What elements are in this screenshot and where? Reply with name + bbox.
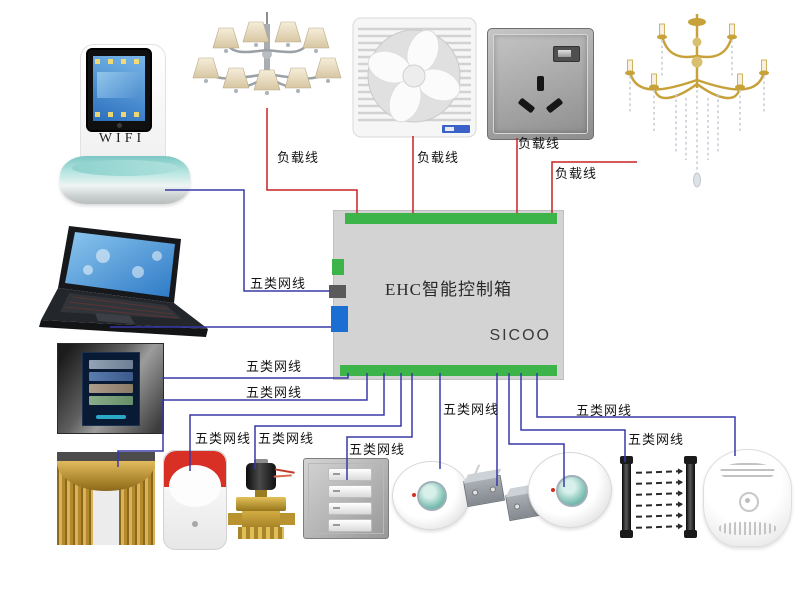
wifi-router-device: WIFI [60, 28, 190, 208]
curtain-rail [57, 452, 155, 461]
crystal-chandelier-art [625, 14, 769, 188]
touch-panel-menu-bar [89, 384, 133, 393]
sensor-lens [417, 481, 447, 511]
wire-label: 五类网线 [246, 385, 303, 400]
control-box-top-terminal [345, 213, 557, 224]
control-box: EHC智能控制箱 SICOO [329, 210, 564, 380]
valve-base [238, 527, 284, 539]
infrared-beam [635, 492, 683, 496]
chandelier-device [192, 12, 342, 145]
infrared-post [684, 456, 697, 538]
touch-panel-logo [96, 415, 126, 419]
tablet-device [86, 48, 152, 132]
wall-switch-button [328, 502, 372, 515]
wall-switch-device [303, 458, 389, 539]
sensor-lens [556, 475, 588, 507]
chandelier-art [192, 12, 342, 95]
valve-body [242, 511, 280, 527]
ceiling-sensor-2-device [528, 452, 612, 528]
smoke-detector-grille [719, 522, 776, 535]
laptop-art [39, 226, 208, 337]
socket-pin-hole [537, 76, 544, 91]
smoke-detector-device [703, 449, 792, 547]
exhaust-fan-device [352, 17, 477, 138]
touch-panel-menu-bar [89, 396, 133, 405]
wall-switch-button [328, 519, 372, 532]
touch-panel-device [57, 343, 164, 434]
tablet-app-icons [95, 112, 143, 117]
control-box-port-blue [331, 306, 348, 332]
infrared-beam [635, 481, 683, 485]
valve-hex-nut [236, 497, 286, 511]
wire-label: 五类网线 [246, 359, 303, 374]
valve-pipe-port [280, 513, 295, 525]
tablet-home-button [117, 123, 122, 128]
ceiling-sensor-device [392, 461, 470, 530]
valve-wire [273, 474, 293, 486]
wire-label: 五类网线 [628, 432, 685, 447]
infrared-barrier-device [612, 455, 705, 540]
control-box-title: EHC智能控制箱 [385, 280, 512, 299]
wire-label: 五类网线 [349, 442, 406, 457]
sensor-led [412, 493, 416, 497]
infrared-beam [635, 470, 683, 474]
door-contact-block [463, 474, 505, 508]
wire-label: 五类网线 [258, 431, 315, 446]
alarm-siren-arc [169, 465, 221, 507]
infrared-beam [635, 503, 683, 507]
wifi-label: WIFI [98, 131, 146, 146]
socket-switch [553, 46, 580, 62]
wall-switch-button [328, 485, 372, 498]
wire-label: 负载线 [417, 150, 460, 165]
valve-pipe-port [228, 513, 243, 525]
infrared-beam [635, 514, 683, 518]
wire-label: 五类网线 [443, 402, 500, 417]
tablet-screen [93, 56, 145, 121]
valve-neck [255, 490, 267, 498]
tablet-photo [97, 72, 141, 98]
valve-coil [246, 463, 276, 490]
curtain-device [57, 452, 155, 545]
touch-panel-menu-bar [89, 360, 133, 369]
wifi-router-base [60, 156, 190, 204]
infrared-beam [635, 525, 683, 529]
exhaust-fan-art [352, 17, 477, 138]
solenoid-valve-device [228, 459, 295, 540]
touch-panel-screen [82, 352, 140, 426]
wall-switch-button [328, 468, 372, 481]
wire-label: 负载线 [277, 150, 320, 165]
alarm-siren-led [192, 521, 198, 527]
smoke-detector-logo [739, 492, 759, 512]
control-box-bottom-terminal [340, 365, 557, 376]
crystal-chandelier-device [616, 10, 778, 192]
tablet-app-icons [95, 59, 143, 64]
socket-frame [493, 34, 588, 134]
wall-socket-device [487, 28, 594, 140]
wire-label: 五类网线 [195, 431, 252, 446]
laptop-device [33, 226, 213, 342]
touch-panel-menu-bar [89, 372, 133, 381]
control-box-port-gray [329, 285, 346, 298]
alarm-siren-device [163, 450, 227, 550]
infrared-post [620, 456, 633, 538]
wire-label: 五类网线 [576, 403, 633, 418]
wire-label: 负载线 [518, 136, 561, 151]
wire-label: 五类网线 [250, 276, 307, 291]
control-box-port-green [332, 259, 344, 275]
smoke-detector-grille [720, 463, 775, 481]
control-box-brand: SICOO [489, 327, 551, 344]
wire-label: 负载线 [555, 166, 598, 181]
sensor-led [551, 488, 555, 492]
